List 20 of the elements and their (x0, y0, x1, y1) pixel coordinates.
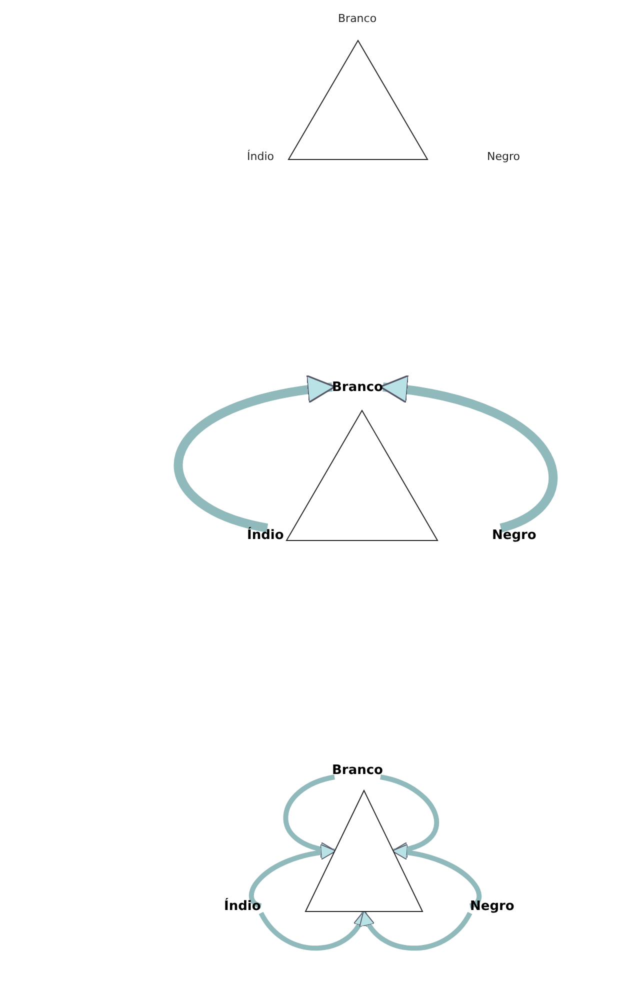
triangle-outline (305, 790, 423, 912)
vertex-label: Índio (247, 528, 284, 542)
vertex-label: Branco (332, 380, 383, 394)
curved-arrow (380, 774, 440, 857)
curved-arrow (361, 910, 472, 951)
vertex-label: Negro (487, 150, 520, 162)
curved-arrow (248, 844, 336, 908)
curved-arrow (392, 844, 482, 908)
curved-arrow (258, 910, 368, 951)
vertex-label: Negro (492, 528, 536, 542)
triangle-outline (288, 40, 428, 160)
vertex-label: Branco (338, 12, 377, 24)
curved-arrow (174, 376, 336, 532)
vertex-label: Índio (224, 899, 261, 913)
triangle-outline (286, 410, 438, 541)
curved-arrow (380, 376, 557, 532)
curved-arrow (283, 774, 336, 857)
vertex-label: Negro (470, 899, 514, 913)
vertex-label: Índio (247, 150, 274, 162)
vertex-label: Branco (332, 763, 383, 777)
